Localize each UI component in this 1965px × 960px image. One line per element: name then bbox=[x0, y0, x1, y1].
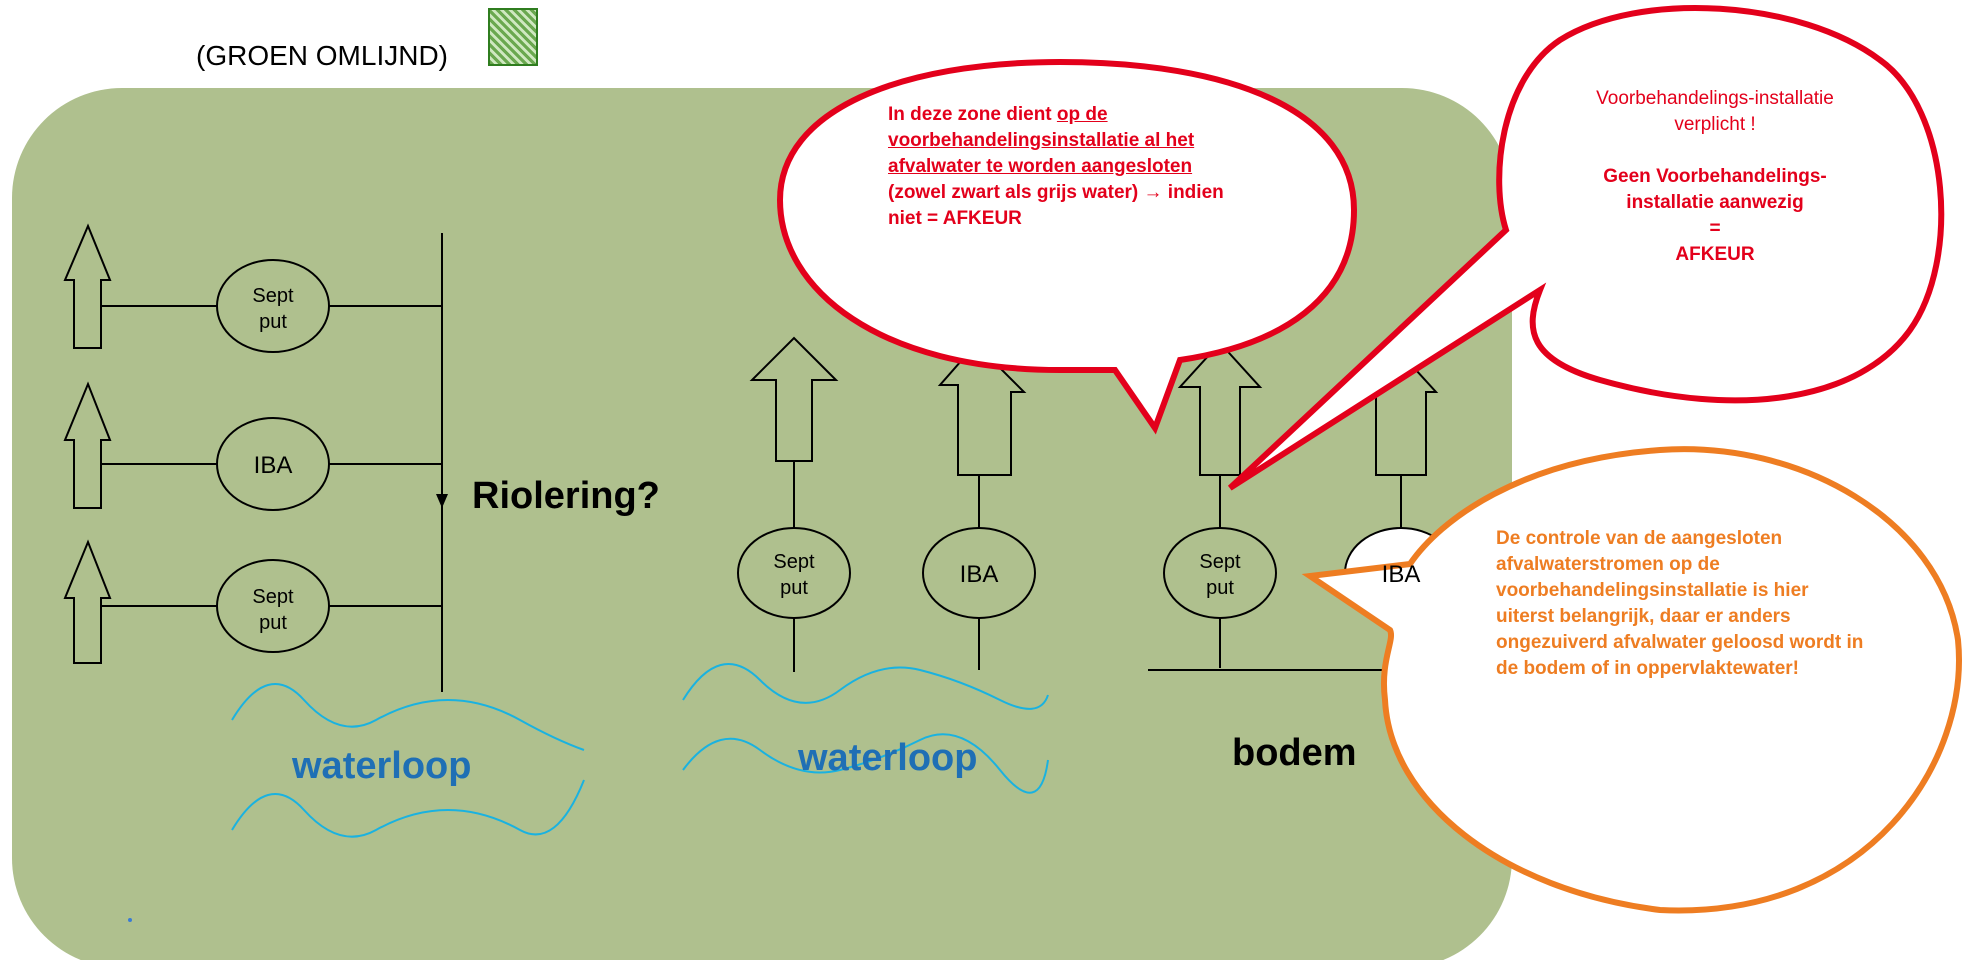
tank-label: IBA bbox=[1382, 561, 1421, 588]
arrow-down-icon bbox=[436, 494, 448, 508]
sept-put-tank bbox=[1163, 527, 1277, 619]
callout-text-part: (zowel zwart als grijs water) → indien n… bbox=[888, 182, 1224, 229]
middle-section bbox=[737, 336, 1036, 672]
tank-label: IBA bbox=[254, 452, 293, 479]
green-swatch-icon bbox=[488, 8, 538, 66]
tank-label-line1: Sept bbox=[773, 551, 815, 573]
house-icon bbox=[749, 336, 839, 462]
bodem-label: bodem bbox=[1232, 732, 1357, 774]
callout-line: = bbox=[1709, 218, 1721, 239]
callout-orange-text: De controle van de aangesloten afvalwate… bbox=[1496, 528, 1864, 679]
waterloop-waves bbox=[682, 663, 1049, 794]
sept-put-tank bbox=[216, 559, 330, 653]
callout-text-part: In deze zone dient bbox=[888, 104, 1057, 125]
house-icon bbox=[1177, 341, 1263, 476]
legend-label: (GROEN OMLIJND) bbox=[196, 40, 448, 71]
iba-tank bbox=[216, 417, 330, 511]
callout-underlined-text: op de voorbehandelingsinstallatie al het… bbox=[888, 104, 1195, 177]
waterloop-label: waterloop bbox=[291, 745, 471, 787]
callout-line: Geen Voorbehandelings-installatie aanwez… bbox=[1603, 166, 1827, 213]
house-icon bbox=[63, 539, 112, 664]
speech-bubble-orange bbox=[1301, 446, 1962, 914]
tank-label-line1: Sept bbox=[252, 586, 294, 608]
callout-red-right-text: Voorbehandelings-installatie verplicht !… bbox=[1585, 86, 1845, 268]
sept-put-tank bbox=[737, 527, 851, 619]
speech-bubble-red bbox=[1227, 5, 1945, 491]
dot-marker bbox=[128, 918, 132, 922]
house-icon bbox=[63, 223, 112, 349]
tank-label-line2: put bbox=[780, 577, 808, 599]
riolering-label: Riolering? bbox=[472, 475, 660, 517]
waterloop-label: waterloop bbox=[797, 737, 977, 779]
callout-line: Voorbehandelings-installatie verplicht ! bbox=[1596, 88, 1834, 135]
tank-label-line2: put bbox=[259, 612, 287, 634]
callout-line: AFKEUR bbox=[1675, 244, 1755, 265]
tank-label: IBA bbox=[960, 561, 999, 588]
left-section bbox=[63, 223, 448, 692]
sept-put-tank bbox=[216, 259, 330, 353]
tank-label-line2: put bbox=[1206, 577, 1234, 599]
callout-red-text: In deze zone dient op de voorbehandeling… bbox=[888, 102, 1228, 232]
tank-label-line2: put bbox=[259, 311, 287, 333]
house-icon bbox=[63, 381, 112, 509]
speech-bubble-red bbox=[776, 58, 1358, 435]
tank-label-line1: Sept bbox=[1199, 551, 1241, 573]
waterloop-waves bbox=[231, 683, 585, 838]
tank-label-line1: Sept bbox=[252, 285, 294, 307]
